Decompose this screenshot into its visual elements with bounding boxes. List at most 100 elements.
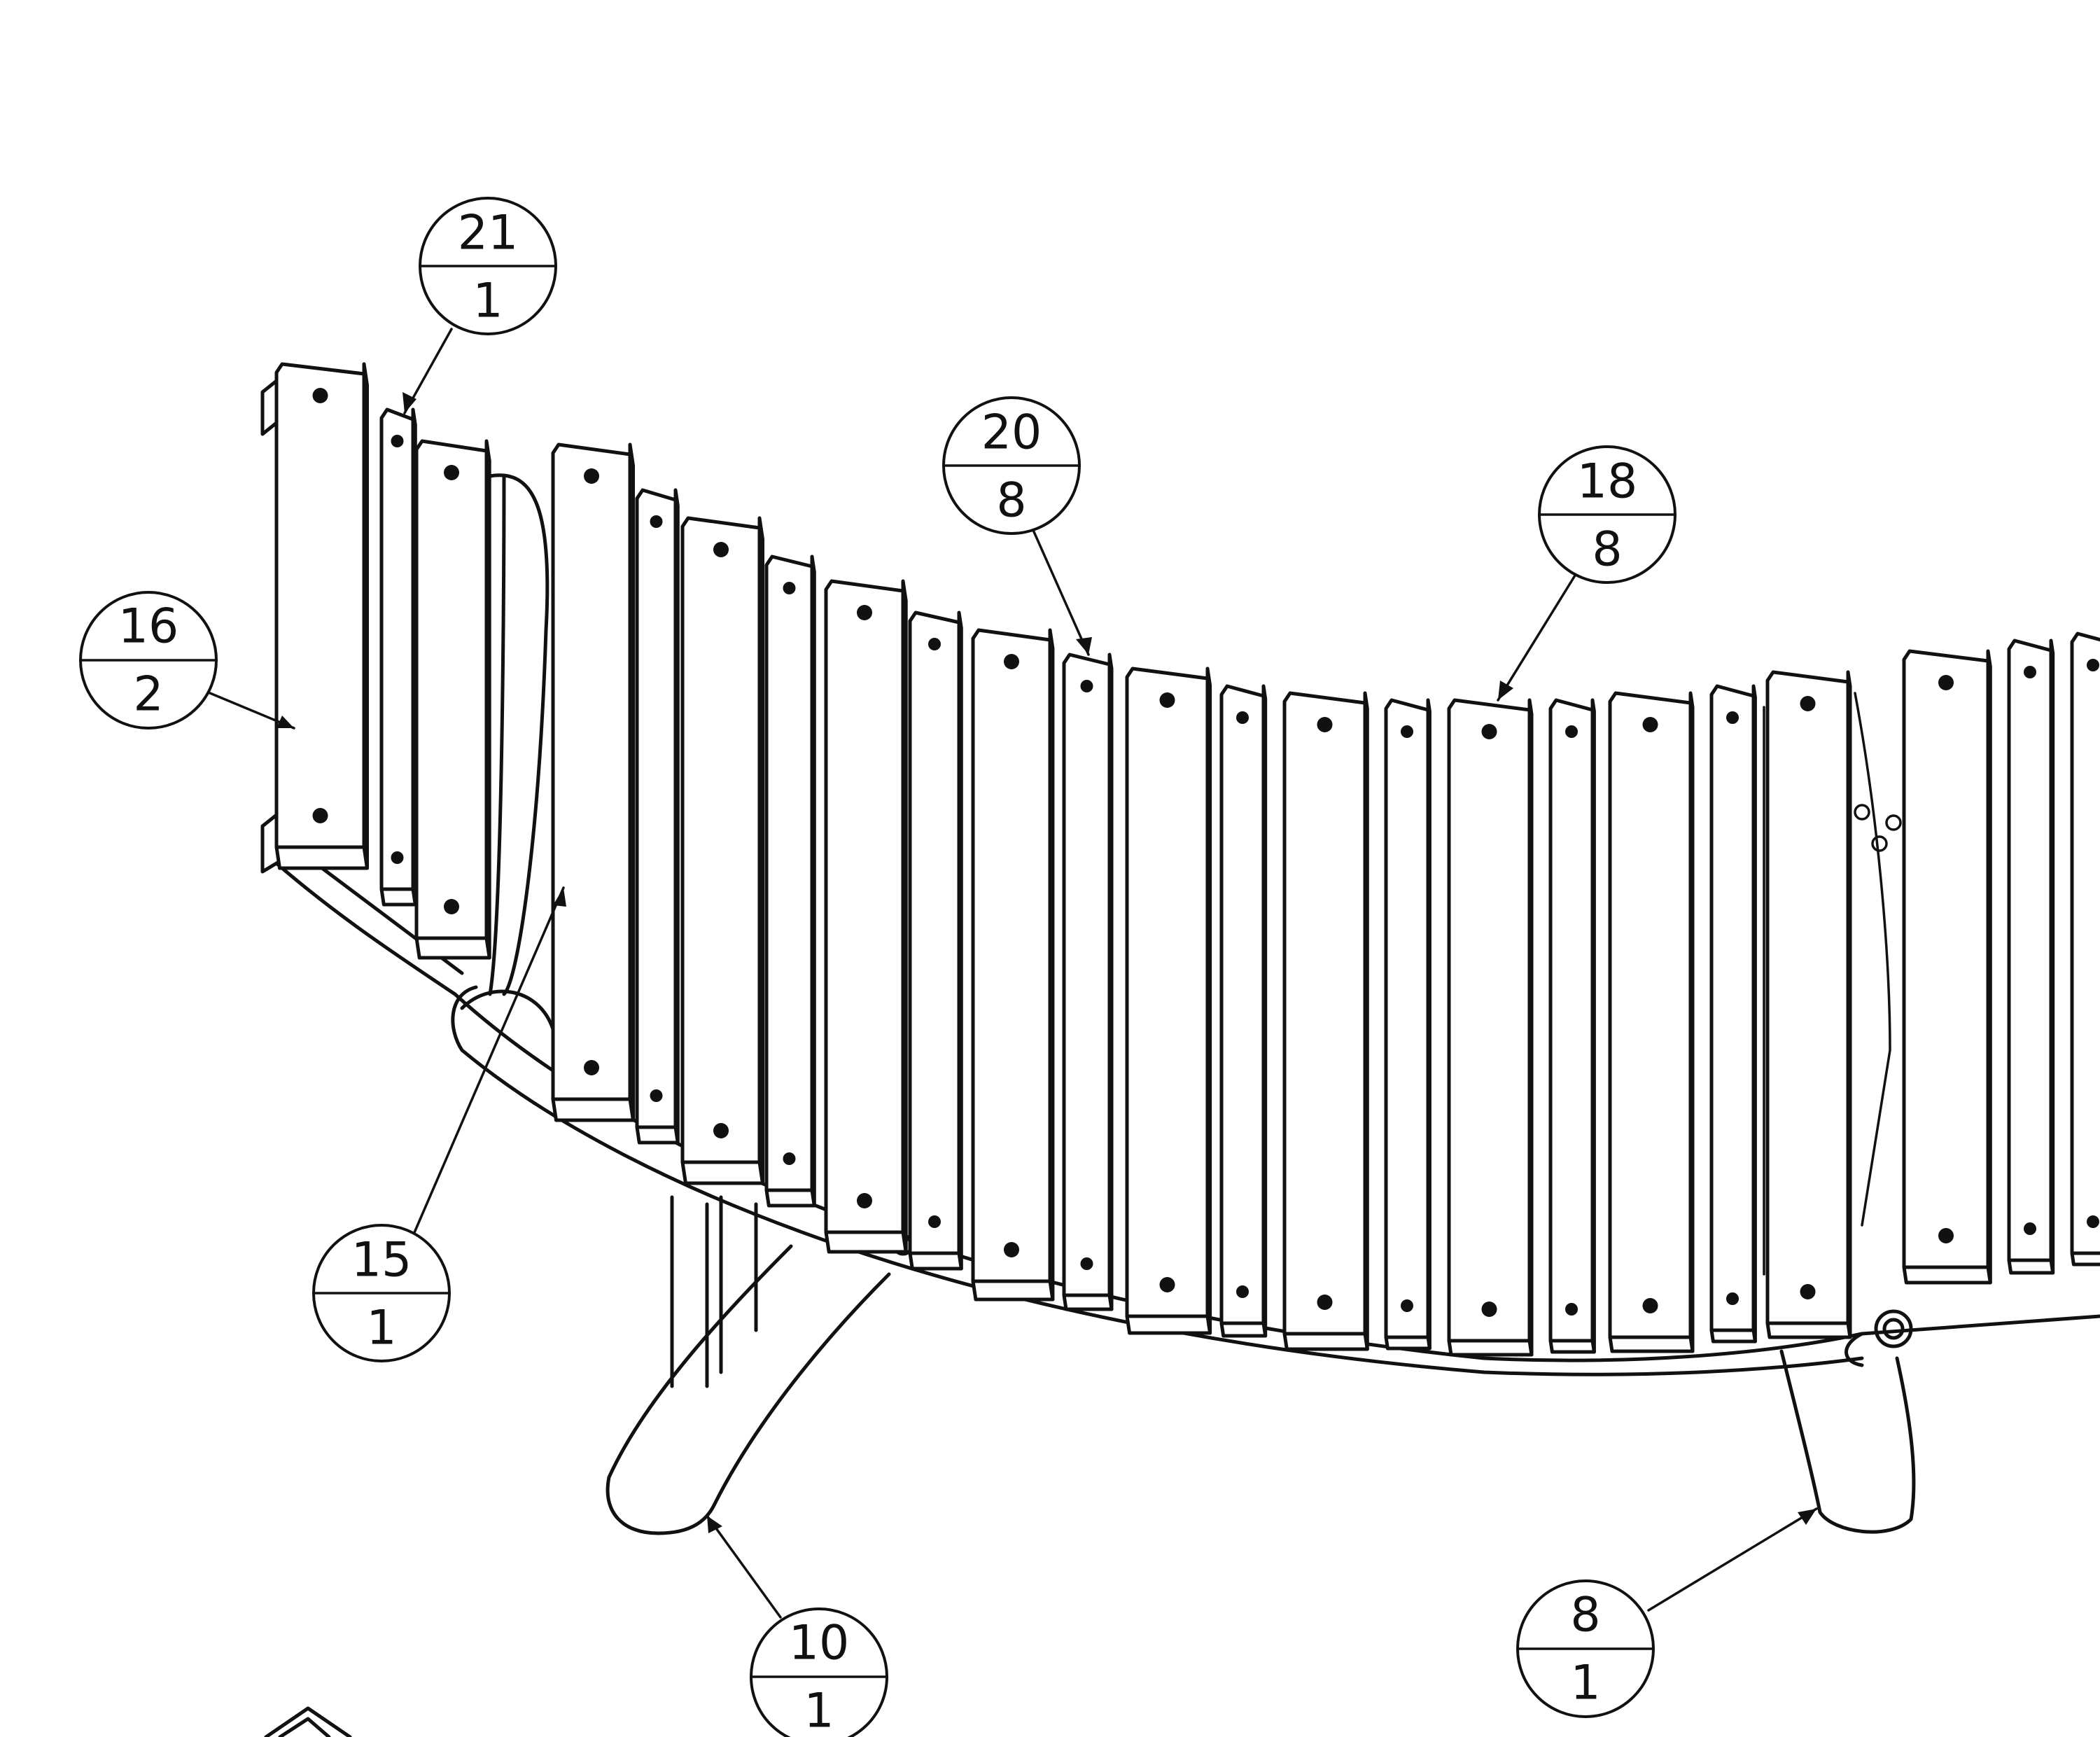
slat-face: [414, 439, 489, 940]
balloon-21-qty: 1: [472, 274, 503, 329]
slat-face: [379, 407, 415, 891]
slat-end: [1447, 1339, 1534, 1357]
slat-face: [1282, 691, 1367, 1336]
slat-end: [764, 1188, 816, 1208]
screw-hole: [391, 435, 404, 447]
screw-hole: [650, 1089, 663, 1102]
balloon-18-item: 18: [1577, 454, 1638, 510]
screw-hole: [783, 1152, 796, 1165]
slat-face: [971, 628, 1052, 1283]
screw-hole: [1642, 717, 1658, 732]
screw-hole: [1401, 725, 1413, 738]
balloon-16-qty: 2: [133, 667, 163, 723]
slat-face: [824, 579, 905, 1234]
slat: [824, 579, 908, 1254]
slat: [1384, 698, 1432, 1351]
slat-face: [1902, 649, 1990, 1269]
slat-end: [274, 845, 369, 870]
balloon-10-item: 10: [789, 1616, 850, 1671]
screw-hole: [1236, 1285, 1249, 1298]
balloon-16-item: 16: [118, 599, 179, 655]
slat-face: [1125, 667, 1210, 1318]
slat-end: [635, 1125, 680, 1145]
slat-face: [680, 516, 762, 1164]
slat: [1447, 698, 1534, 1357]
screw-hole: [444, 465, 459, 480]
screw-hole: [1565, 725, 1578, 738]
leader-lines: [209, 328, 1818, 1619]
screw-hole: [1726, 711, 1739, 724]
slat: [1608, 691, 1695, 1353]
slat-end: [971, 1279, 1055, 1302]
slat: [764, 554, 816, 1208]
balloon-20-item: 20: [981, 405, 1042, 461]
screw-hole: [1080, 680, 1093, 692]
balloon-20: 20 8: [942, 396, 1081, 535]
adjacent-view-fragment: [264, 1706, 352, 1737]
slat-end: [1608, 1335, 1695, 1353]
screw-hole: [1159, 692, 1175, 708]
slat: [2007, 639, 2055, 1275]
screw-hole: [650, 515, 663, 528]
balloon-8-qty: 1: [1570, 1656, 1600, 1711]
screw-hole: [2087, 1215, 2099, 1228]
balloon-20-qty: 8: [996, 473, 1026, 529]
slat-end: [1282, 1332, 1369, 1351]
screw-hole: [857, 605, 872, 620]
slat-end: [379, 887, 417, 907]
slat-face: [635, 488, 678, 1129]
slat-face: [764, 554, 814, 1192]
slat: [2070, 632, 2100, 1267]
screw-hole: [391, 851, 404, 864]
screw-hole: [312, 808, 328, 823]
slat-end: [824, 1230, 908, 1254]
balloon-15-qty: 1: [366, 1301, 396, 1356]
balloon-21: 21 1: [419, 197, 557, 335]
screw-hole: [1236, 711, 1249, 724]
slat-end: [2007, 1258, 2055, 1275]
balloon-10: 10 1: [750, 1607, 888, 1737]
screw-hole: [584, 468, 599, 484]
slat-face: [551, 442, 632, 1101]
screw-hole: [2024, 1222, 2036, 1235]
screw-hole: [1726, 1292, 1739, 1305]
slat-end: [1902, 1265, 1992, 1285]
slat: [1062, 653, 1114, 1311]
screw-hole: [1481, 724, 1497, 739]
screw-hole: [1080, 1257, 1093, 1270]
screw-hole: [857, 1193, 872, 1208]
seat-slats: [274, 362, 2100, 1357]
slat: [551, 442, 635, 1122]
screw-hole: [928, 638, 941, 650]
backrest-side-rail: [488, 473, 550, 996]
balloon-8: 8 1: [1516, 1579, 1655, 1718]
balloon-18: 18 8: [1538, 445, 1676, 584]
slat-face: [1709, 684, 1756, 1332]
slat: [1709, 684, 1757, 1344]
screw-hole: [1800, 1284, 1816, 1299]
screw-hole: [1004, 654, 1019, 669]
slat-face: [1062, 653, 1112, 1297]
slat-end: [908, 1251, 963, 1271]
screw-hole: [584, 1060, 599, 1075]
balloon-18-qty: 8: [1592, 522, 1622, 578]
screw-hole: [1481, 1302, 1497, 1317]
slat-face: [1765, 670, 1850, 1325]
slat: [680, 516, 764, 1185]
screw-hole: [928, 1215, 941, 1228]
slat: [1902, 649, 1992, 1285]
slat: [635, 488, 680, 1145]
screw-hole: [713, 542, 729, 557]
slat-face: [1548, 698, 1595, 1343]
screw-hole: [1317, 1295, 1333, 1310]
screw-hole: [1401, 1299, 1413, 1312]
slat: [414, 439, 491, 960]
slat: [1282, 691, 1369, 1351]
slat-end: [1062, 1293, 1114, 1311]
slat: [1219, 684, 1268, 1338]
slat-face: [1608, 691, 1693, 1339]
screw-hole: [1938, 1228, 1954, 1243]
screw-hole: [444, 899, 459, 914]
front-right-leg: [1779, 1349, 1916, 1534]
